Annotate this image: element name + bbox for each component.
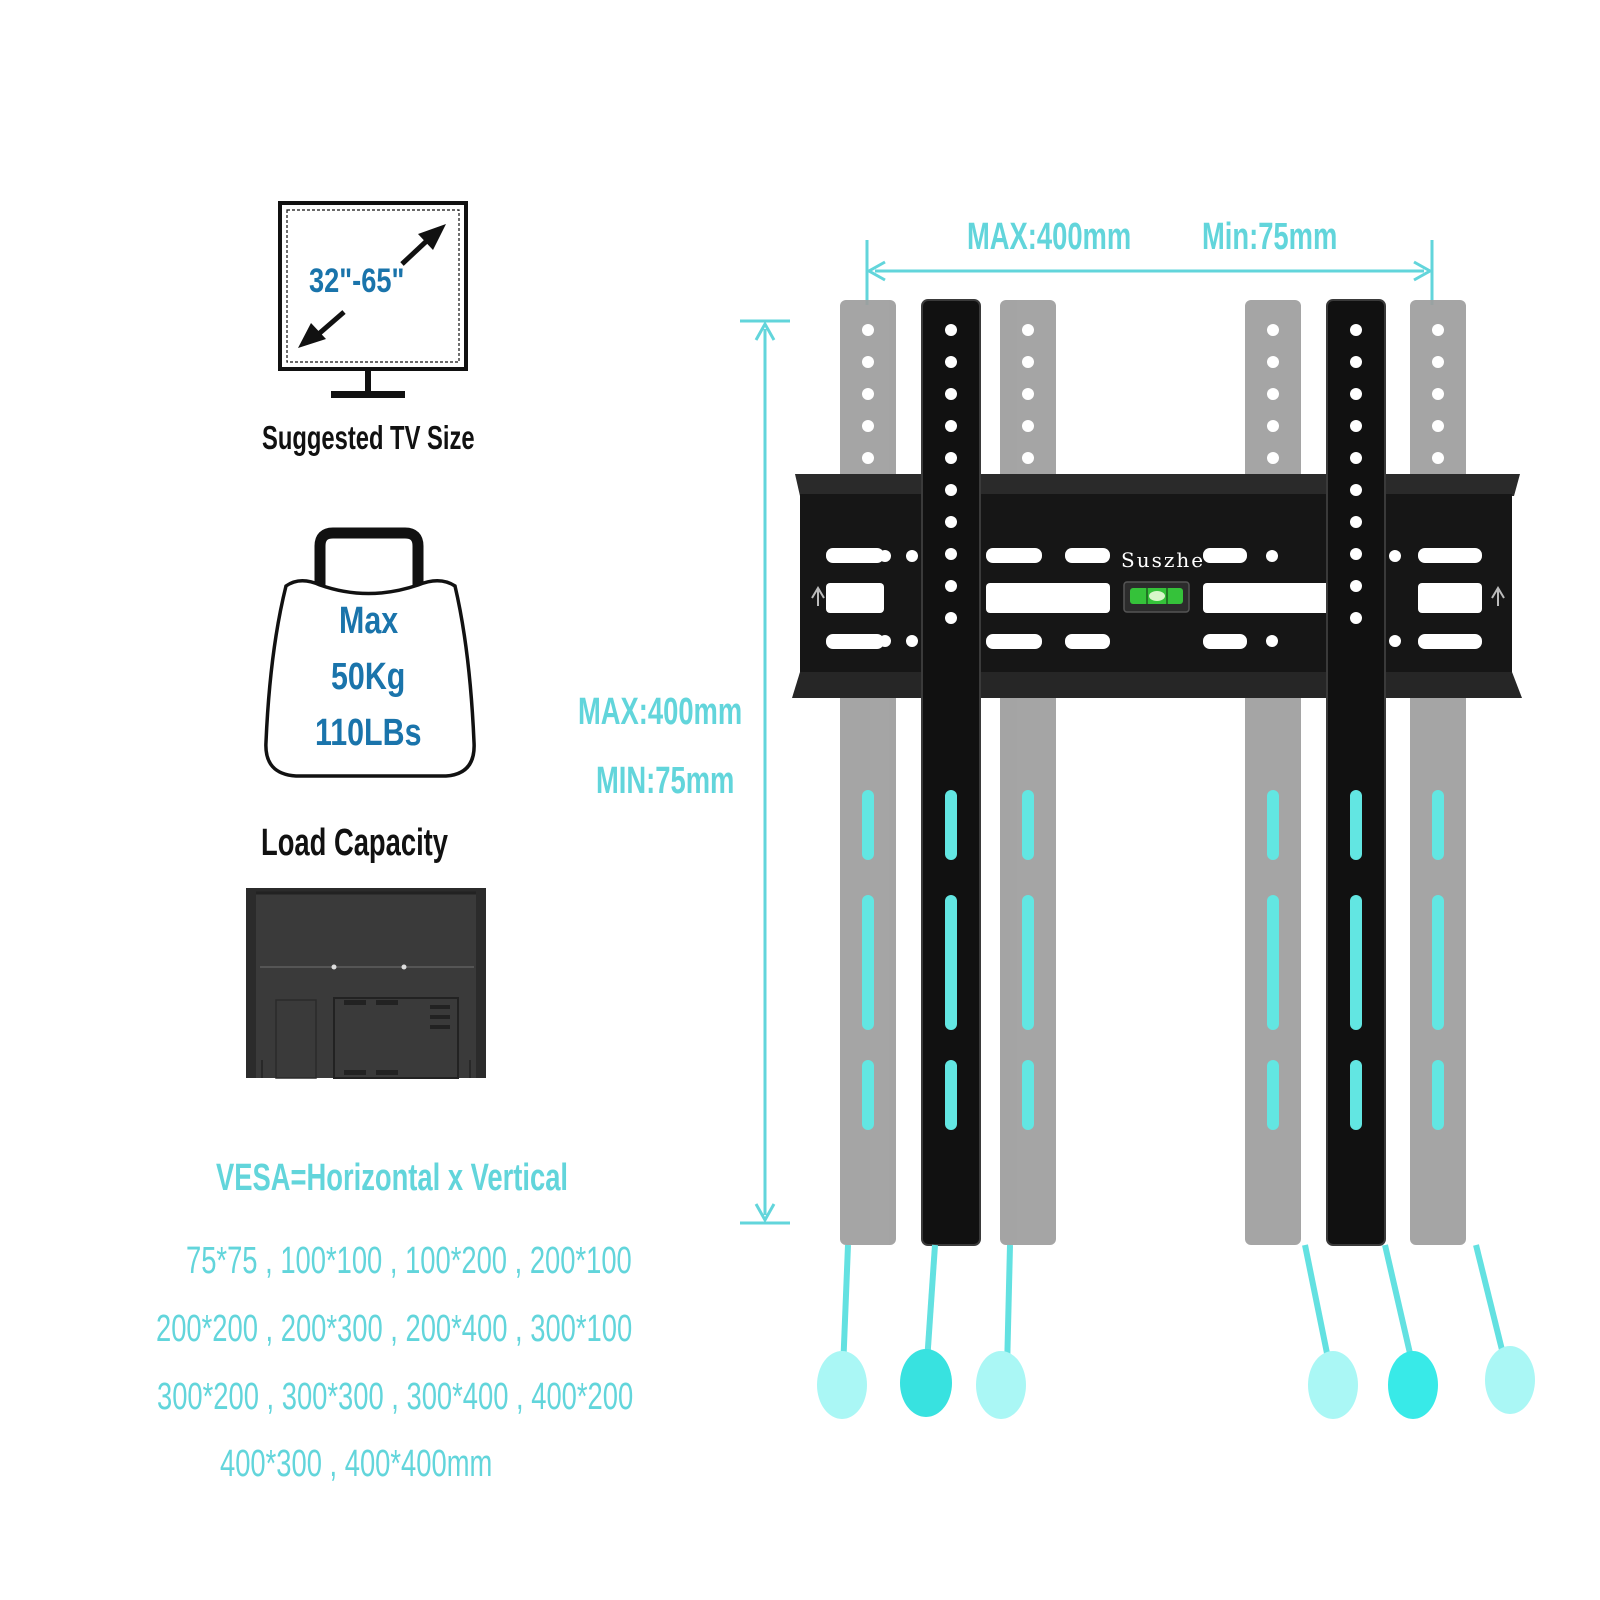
- up-arrow-icon: [811, 586, 1505, 606]
- pull-cord-discs: [817, 1346, 1535, 1419]
- vesa-heading: VESA=Horizontal x Vertical: [216, 1157, 569, 1199]
- pull-cords: [840, 1244, 1508, 1371]
- load-kg-label: 50Kg: [331, 656, 406, 698]
- vesa-row-4: 400*300 , 400*400mm: [220, 1443, 493, 1485]
- horizontal-dimension-line: [865, 240, 1434, 305]
- vertical-dimension-line: [740, 319, 790, 1225]
- horizontal-min-label: Min:75mm: [1202, 216, 1338, 258]
- load-max-label: Max: [339, 600, 399, 642]
- vesa-row-3: 300*200 , 300*300 , 300*400 , 400*200: [157, 1376, 634, 1418]
- wall-plate: [792, 474, 1522, 698]
- tv-size-range: 32"-65": [309, 262, 405, 300]
- tv-size-caption: Suggested TV Size: [262, 419, 475, 456]
- bubble-level-icon: [1123, 581, 1190, 613]
- horizontal-max-label: MAX:400mm: [967, 216, 1132, 258]
- vertical-min-label: MIN:75mm: [596, 760, 735, 802]
- brand-label: Suszhe: [1121, 548, 1206, 572]
- load-capacity-caption: Load Capacity: [261, 822, 449, 864]
- vesa-row-1: 75*75 , 100*100 , 100*200 , 200*100: [186, 1240, 632, 1282]
- vertical-max-label: MAX:400mm: [578, 691, 743, 733]
- black-arms: [921, 299, 1386, 1246]
- load-lbs-label: 110LBs: [315, 712, 422, 754]
- vesa-row-2: 200*200 , 200*300 , 200*400 , 300*100: [156, 1308, 633, 1350]
